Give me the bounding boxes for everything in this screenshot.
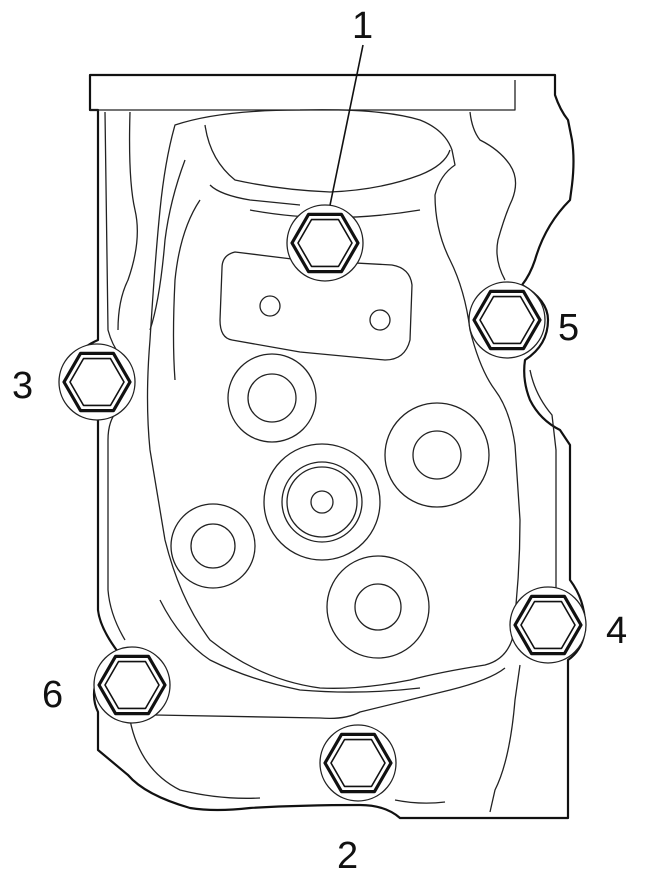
valve-port-lower-right [326, 555, 430, 659]
bolt-3-hex-inner [69, 357, 125, 407]
bolt-2-hex-inner [330, 738, 386, 788]
rocker-pedestal-plate [219, 251, 413, 361]
bolt-4-head [509, 586, 587, 664]
bolt-label-1: 1 [352, 5, 373, 47]
bolt-label-5: 5 [558, 307, 579, 349]
bolt-4-hex-inner [520, 600, 576, 650]
bolt-label-6: 6 [42, 674, 63, 716]
upper-gallery-line [204, 124, 451, 206]
bolt-2-head [319, 724, 397, 802]
bolt-label-2: 2 [337, 835, 358, 877]
bolt-label-4: 4 [606, 610, 627, 652]
bolt-5-hex-inner [479, 295, 535, 345]
valve-port-right [384, 402, 490, 508]
injector-bore [263, 443, 381, 561]
right-inner-wall [469, 111, 557, 813]
bolt-label-3: 3 [12, 365, 33, 407]
valve-port-upper-left [227, 353, 317, 443]
bolt-layer [58, 204, 587, 802]
bolt-6-hex-inner [104, 660, 160, 710]
bolt-1-hex-inner [297, 218, 353, 268]
bolt-1-leader-line [327, 44, 364, 216]
bolt-6-head [93, 646, 171, 724]
valve-port-lower-left [170, 503, 256, 589]
bolt-3-head [58, 343, 136, 421]
top-flange-step [90, 80, 516, 111]
inner-passage-lines [149, 159, 421, 693]
bolt-1-head [286, 204, 364, 282]
bottom-inner-wall [129, 667, 506, 804]
bolt-5-head [468, 281, 546, 359]
pedestal-hole-left [259, 295, 281, 317]
pedestal-hole-right [369, 309, 391, 331]
